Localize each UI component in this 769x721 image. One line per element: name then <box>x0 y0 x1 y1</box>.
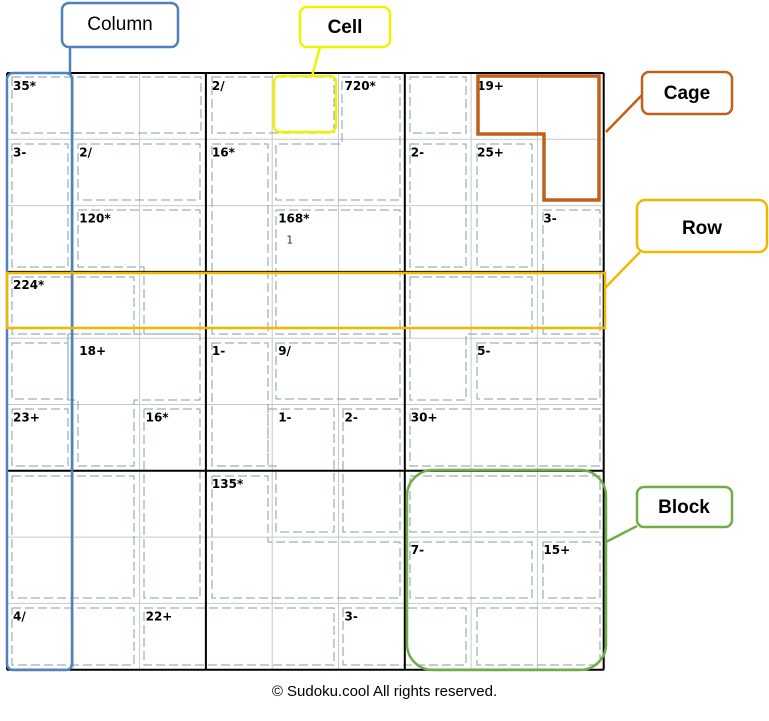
candidate-note: 1 <box>286 234 293 247</box>
callout-column: Column <box>60 1 180 73</box>
cage-outline <box>476 143 533 268</box>
cage-clue: 168* <box>278 212 310 226</box>
cage-outline <box>211 475 401 599</box>
block-borders <box>6 72 605 671</box>
callout-cage: Cage <box>605 70 734 133</box>
cage-clue: 16* <box>146 411 170 425</box>
cage-outline <box>476 607 601 666</box>
cage-outline <box>275 209 401 335</box>
cage-clue: 2- <box>411 145 424 159</box>
cage-outline <box>476 342 601 400</box>
cage-clue: 5- <box>477 344 490 358</box>
block-highlight <box>405 468 608 672</box>
callout-column-label: Column <box>87 14 152 35</box>
callout-cell: Cell <box>298 5 392 77</box>
cage-outline <box>267 408 335 533</box>
cage-outline <box>11 342 69 400</box>
cage-clue: 30+ <box>411 411 438 425</box>
cage-clue: 18+ <box>79 344 106 358</box>
cage-clue: 16* <box>212 145 236 159</box>
cage-outline <box>143 408 201 599</box>
cage-outline <box>275 76 401 201</box>
cage-outline <box>409 541 533 599</box>
cage-clue: 4/ <box>13 609 26 623</box>
cage-clue: 2- <box>345 411 358 425</box>
cage-outline <box>11 475 135 599</box>
cage-outline <box>77 209 201 335</box>
cage-outline <box>542 541 601 599</box>
cage-clue: 23+ <box>13 411 40 425</box>
callout-row-label: Row <box>682 218 722 239</box>
grid-thin-lines <box>7 73 604 670</box>
cage-outline <box>11 76 202 134</box>
cage-clues: 35* 2/720* 19+ 3- 2/16* 2- 25+ 120* 168* 3- 224* 18… <box>13 79 570 623</box>
column-highlight <box>5 71 74 672</box>
cage-outlines <box>11 76 601 666</box>
cage-outline <box>409 475 601 533</box>
cell-highlight <box>272 74 338 134</box>
cage-clue: 135* <box>212 477 244 491</box>
callout-cage-label: Cage <box>664 83 710 104</box>
cage-outline <box>11 143 69 268</box>
cage-outline <box>409 143 467 268</box>
cage-clue: 35* <box>13 79 37 93</box>
cage-outline <box>409 276 533 401</box>
cage-outline <box>409 408 601 467</box>
cage-outline <box>143 607 335 666</box>
cage-clue: 25+ <box>477 145 504 159</box>
cage-clue: 22+ <box>146 609 173 623</box>
cage-clue: 3- <box>543 212 556 226</box>
cage-outline <box>275 342 401 400</box>
copyright-footer: © Sudoku.cool All rights reserved. <box>271 683 498 700</box>
cage-clue: 1- <box>212 344 225 358</box>
cage-clue: 224* <box>13 278 45 292</box>
cage-outline <box>77 143 201 201</box>
cage-clue: 2/ <box>79 145 92 159</box>
candidate-notes: 1 <box>286 234 293 247</box>
callout-cell-label: Cell <box>328 17 363 38</box>
callout-block-label: Block <box>658 497 710 518</box>
cage-clue: 1- <box>278 411 291 425</box>
cage-outline <box>211 342 269 467</box>
cage-clue: 120* <box>79 212 111 226</box>
callout-block: Block <box>605 485 734 544</box>
cage-outline <box>211 76 335 134</box>
cage-clue: 15+ <box>543 543 570 557</box>
cage-outline <box>211 143 269 335</box>
cage-outline <box>11 276 135 335</box>
cage-clue: 2/ <box>212 79 225 93</box>
cage-clue: 720* <box>345 79 377 93</box>
cage-outline <box>11 408 69 467</box>
cage-clue: 7- <box>411 543 424 557</box>
callout-row: Row <box>604 198 769 289</box>
cage-clue: 3- <box>345 609 358 623</box>
cage-clue: 19+ <box>477 79 504 93</box>
row-highlight <box>5 271 607 330</box>
cage-highlight <box>476 74 601 202</box>
cage-clue: 3- <box>13 145 26 159</box>
cage-outline <box>409 76 467 134</box>
cage-clue: 9/ <box>278 344 291 358</box>
